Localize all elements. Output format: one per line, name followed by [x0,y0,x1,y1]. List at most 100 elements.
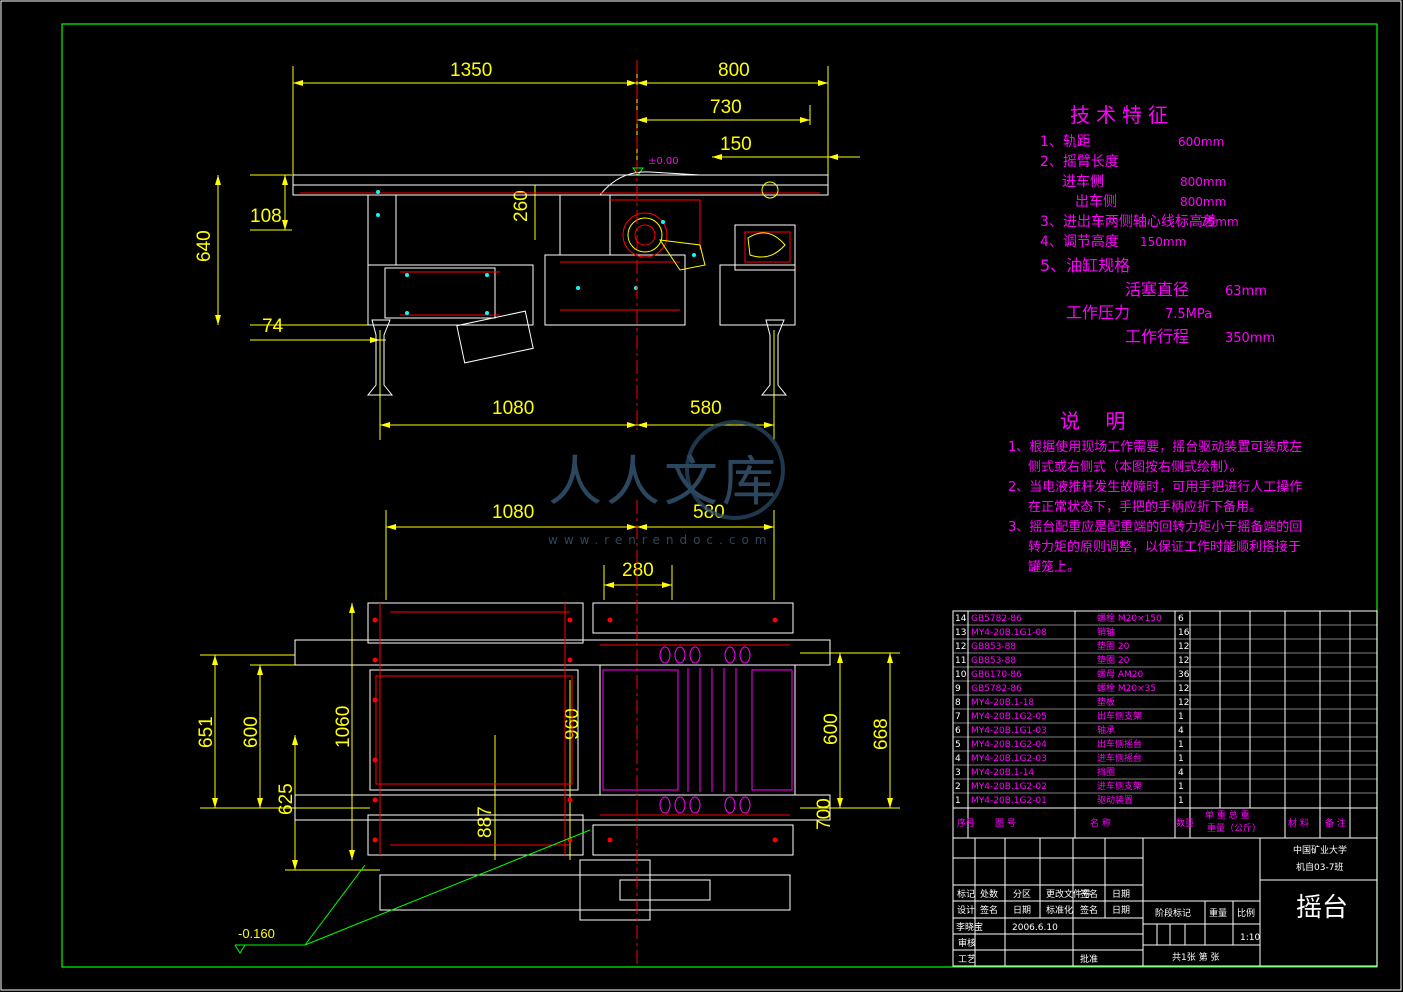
tech-item-5-value: 75mm [1200,215,1239,229]
parts-header-code: 图 号 [995,818,1016,829]
part-no: 2 [955,782,961,792]
tb-weight: 重量 [1209,907,1227,919]
tb-r2-0: 设计 [957,904,975,916]
dim-730: 730 [710,97,742,118]
tb-r1-4: 签名 [1080,888,1098,900]
tb-designer: 李晓宝 [956,921,983,933]
part-no: 7 [955,712,961,722]
tech-item-3-value: 800mm [1180,175,1226,189]
tb-r1-3: 更改文件号 [1046,888,1091,900]
dim-1080: 1080 [492,398,534,419]
part-qty: 1 [1178,740,1184,750]
tech-item-9-label: 工作压力 [1066,303,1130,322]
dim-108: 108 [250,206,282,227]
part-no: 12 [955,642,966,652]
part-name: 螺栓 M20×150 [1097,612,1162,624]
part-name: 出车侧摇台 [1097,738,1142,750]
parts-header-seq: 序号 [957,817,975,829]
dim-1080-b: 1080 [492,502,534,523]
tech-item-4-label: 出车侧 [1075,193,1117,210]
part-qty: 12 [1178,684,1189,694]
part-no: 10 [955,670,967,680]
dim-651: 651 [196,716,217,748]
watermark-text: 人人文库 [548,450,780,513]
tb-r2-3: 标准化 [1046,904,1073,916]
part-no: 6 [955,726,961,736]
level-neg: -0.160 [238,926,275,941]
note-line-7: 罐笼上。 [1028,559,1080,575]
part-name: 进车侧支架 [1097,780,1142,792]
part-qty: 1 [1178,782,1184,792]
tech-item-6-value: 150mm [1140,235,1186,249]
tb-approve: 批准 [1080,953,1098,965]
part-name: 驱动装置 [1097,794,1133,806]
parts-header-qty: 数量 [1176,817,1194,829]
plan-view: 1080 580 280 651 600 1060 960 625 887 60… [196,500,900,965]
part-no: 13 [955,628,966,638]
part-code: GB853-88 [971,642,1016,652]
watermark-url: www.renrendoc.com [548,533,772,547]
tech-item-1-value: 600mm [1178,135,1224,149]
part-qty: 1 [1178,754,1184,764]
part-code: MY4-20B.1G2-05 [971,712,1047,722]
tech-item-8-value: 63mm [1225,284,1267,299]
part-qty: 36 [1178,670,1190,680]
dim-887: 887 [475,806,496,838]
parts-header-weight: 单 重 总 重 [1205,809,1250,821]
tech-title: 技术特征 [1070,103,1174,127]
note-line-6: 转力矩的原则调整，以保证工作时能顺利搭接于 [1028,539,1301,555]
tb-date: 2006.6.10 [1012,923,1058,933]
tb-sheet: 共1张 第 张 [1172,951,1219,963]
part-name: 垫板 [1097,696,1115,708]
parts-header-weight2: 重量（公斤） [1207,822,1261,834]
tech-section: 技术特征 1、轨距 600mm 2、摇臂长度 进车侧 800mm 出车侧 800… [1040,103,1275,346]
part-code: MY4-20B.1G2-04 [971,740,1047,750]
tech-item-5-label: 3、进出车两侧轴心线标高差 [1040,213,1217,230]
note-line-2: 侧式或右侧式（本图按右侧式绘制）。 [1028,460,1243,475]
part-name: 螺栓 M20×35 [1097,682,1156,694]
tb-r2-2: 日期 [1013,905,1031,916]
tb-r1-5: 日期 [1112,889,1130,900]
tb-stage: 阶段标记 [1155,907,1191,919]
part-code: GB853-88 [971,656,1016,666]
tb-craft: 工艺 [958,954,976,965]
tech-item-9-value: 7.5MPa [1165,307,1212,322]
dim-600-r: 600 [821,713,842,745]
tech-item-6-label: 4、调节高度 [1040,233,1119,250]
note-line-1: 1、根据使用现场工作需要，摇台驱动装置可装成左 [1008,439,1302,455]
note-line-4: 在正常状态下，手把的手柄应折下备用。 [1028,499,1262,515]
dim-640: 640 [194,230,215,262]
part-qty: 12 [1178,698,1189,708]
parts-header-remark: 备 注 [1325,817,1346,829]
part-code: MY4-20B.1G2-03 [971,754,1047,764]
parts-header-name: 名 称 [1090,817,1111,829]
part-name: 垫圈 20 [1097,640,1130,652]
tech-item-7-label: 5、油缸规格 [1040,256,1130,275]
tb-part-name: 摇台 [1296,893,1348,923]
inner-frame [61,23,1378,968]
dim-800: 800 [718,60,750,81]
part-qty: 6 [1178,614,1184,624]
part-code: MY4-20B.1G1-03 [971,726,1047,736]
part-no: 1 [955,796,961,806]
part-no: 8 [955,698,961,708]
tb-class: 机自03-7班 [1296,861,1343,873]
dim-1350: 1350 [450,60,492,81]
tech-item-10-label: 工作行程 [1125,327,1189,346]
dim-600: 600 [241,716,262,748]
tb-r1-2: 分区 [1013,889,1031,900]
part-name: 挡圈 [1097,766,1115,778]
tb-r1-1: 处数 [980,888,998,900]
dim-700: 700 [814,798,835,830]
part-qty: 12 [1178,656,1189,666]
tb-r2-1: 签名 [980,904,998,916]
part-code: MY4-20B.1G1-08 [971,628,1047,638]
part-no: 14 [955,614,967,624]
tb-school: 中国矿业大学 [1293,844,1347,856]
tech-item-1-label: 1、轨距 [1040,134,1091,150]
part-qty: 16 [1178,628,1190,638]
part-code: MY4-20B.1G2-02 [971,782,1047,792]
part-qty: 1 [1178,796,1184,806]
